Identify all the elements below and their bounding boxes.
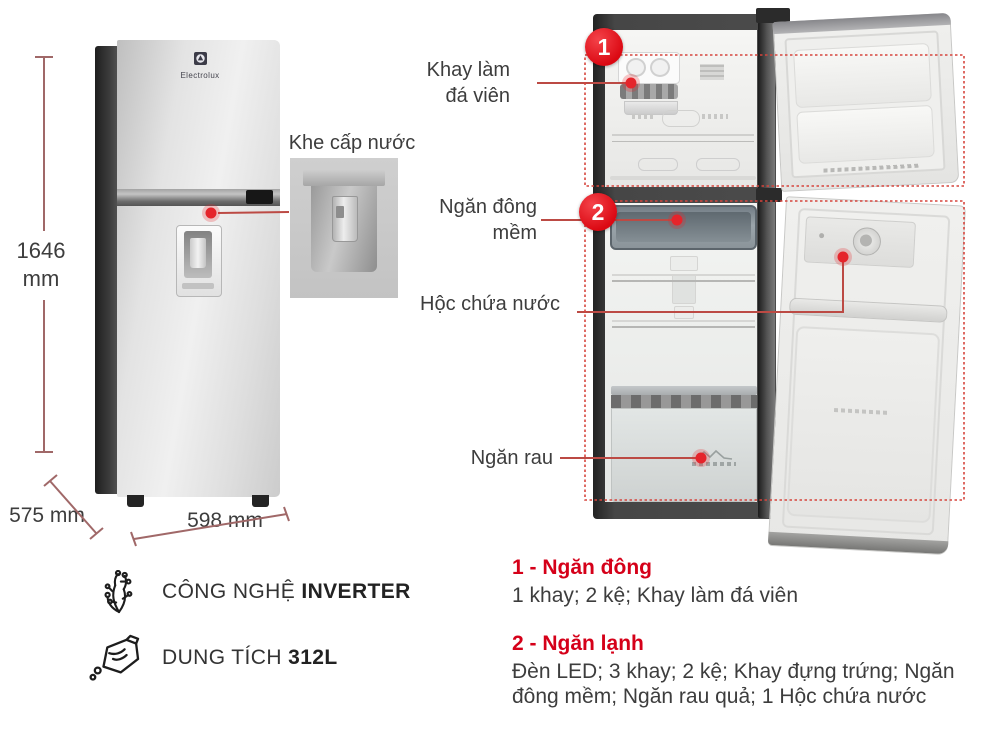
veg-drawer-metal-strip: [611, 395, 757, 408]
ice-maker-dial: [626, 58, 646, 77]
legend-title-fridge: 2 - Ngăn lạnh: [512, 632, 644, 655]
soft-freeze-drawer-inner: [616, 212, 751, 242]
freezer-floor-detail: [696, 158, 740, 171]
label-soft-freeze-line1: Ngăn đông: [439, 196, 537, 218]
brand-logo: Electrolux: [158, 52, 242, 80]
water-dispenser-paddle: [190, 238, 206, 268]
electrolux-mark-icon: [193, 52, 207, 65]
label-ice-tray-line2: đá viên: [445, 85, 511, 107]
width-dimension: 598 mm: [187, 509, 263, 532]
water-dispenser-tray: [182, 283, 214, 289]
inverter-icon: [100, 569, 138, 621]
freezer-door-bin: [793, 42, 932, 109]
feature-inverter: CÔNG NGHỆ INVERTER: [162, 580, 411, 604]
veg-drawer-label-dashes: [692, 462, 736, 466]
freezer-emboss-dashes: [702, 114, 728, 119]
freezer-emboss: [662, 110, 700, 127]
legend-desc-freezer: 1 khay; 2 kệ; Khay làm đá viên: [512, 584, 798, 607]
legend: 1 - Ngăn đông 1 khay; 2 kệ; Khay làm đá …: [512, 556, 990, 733]
label-soft-freeze: Ngăn đông mềm: [407, 194, 537, 246]
feature-inverter-bold: INVERTER: [301, 580, 411, 603]
freezer-door-open: [772, 12, 960, 192]
brand-logo-text: Electrolux: [180, 71, 220, 80]
fridge-door-open: [767, 196, 966, 556]
width-dim-tick: [283, 506, 290, 522]
feature-capacity-prefix: DUNG TÍCH: [162, 646, 289, 669]
freezer-emboss-dashes: [632, 114, 656, 119]
freezer-floor: [610, 176, 756, 180]
fridge-foot: [252, 495, 269, 507]
width-dim-tick: [130, 531, 137, 547]
back-panel-detail: [670, 256, 698, 271]
height-value: 1646: [16, 238, 66, 263]
back-panel-detail: [674, 306, 694, 319]
badge-freezer: 1: [585, 28, 623, 66]
freezer-floor-detail: [638, 158, 678, 171]
label-water-box: Hộc chứa nước: [420, 293, 560, 315]
top-hinge: [756, 8, 790, 23]
label-ice-tray-line1: Khay làm: [426, 59, 510, 81]
depth-dimension: 575 mm: [9, 504, 85, 527]
freezer-vent: [700, 64, 724, 80]
middle-hinge: [756, 188, 782, 202]
inset-dispenser-paddle: [332, 196, 358, 242]
label-veg-drawer: Ngăn rau: [470, 447, 553, 469]
glass-shelf: [612, 320, 755, 328]
inset-label: Khe cấp nước: [288, 132, 416, 154]
fridge-side-panel: [95, 46, 119, 494]
label-ice-tray: Khay làm đá viên: [390, 57, 510, 109]
label-soft-freeze-line2: mềm: [492, 222, 537, 244]
legend-desc-fridge: Đèn LED; 3 khay; 2 kệ; Khay đựng trứng; …: [512, 660, 955, 708]
freezer-door-bin: [796, 104, 935, 164]
ice-twist-tray: [620, 84, 678, 99]
veg-drawer-rail: [611, 386, 757, 395]
inset-dispenser-top-bar: [303, 170, 385, 186]
glass-shelf: [612, 274, 755, 282]
height-dimension: 1646 mm: [6, 237, 76, 293]
feature-inverter-prefix: CÔNG NGHỆ: [162, 580, 302, 603]
depth-dim-tick: [43, 474, 58, 487]
fridge-door-panel: [786, 325, 941, 524]
fridge-foot: [127, 495, 144, 507]
veg-drawer: [611, 408, 757, 502]
fridge-handle-recess: [246, 190, 273, 204]
height-unit: mm: [22, 266, 60, 291]
fridge-door-divider: [117, 189, 280, 206]
feature-capacity-bold: 312L: [288, 646, 338, 669]
fridge-door-bottom-edge: [767, 531, 949, 555]
feature-capacity: DUNG TÍCH 312L: [162, 646, 338, 670]
capacity-icon: [88, 634, 142, 687]
badge-fridge: 2: [579, 193, 617, 231]
ice-maker-dial: [650, 58, 670, 77]
freezer-wire-shelf: [612, 134, 754, 142]
legend-title-freezer: 1 - Ngăn đông: [512, 556, 652, 579]
depth-dim-tick: [89, 527, 104, 540]
inset-dispenser-slot: [336, 206, 344, 218]
